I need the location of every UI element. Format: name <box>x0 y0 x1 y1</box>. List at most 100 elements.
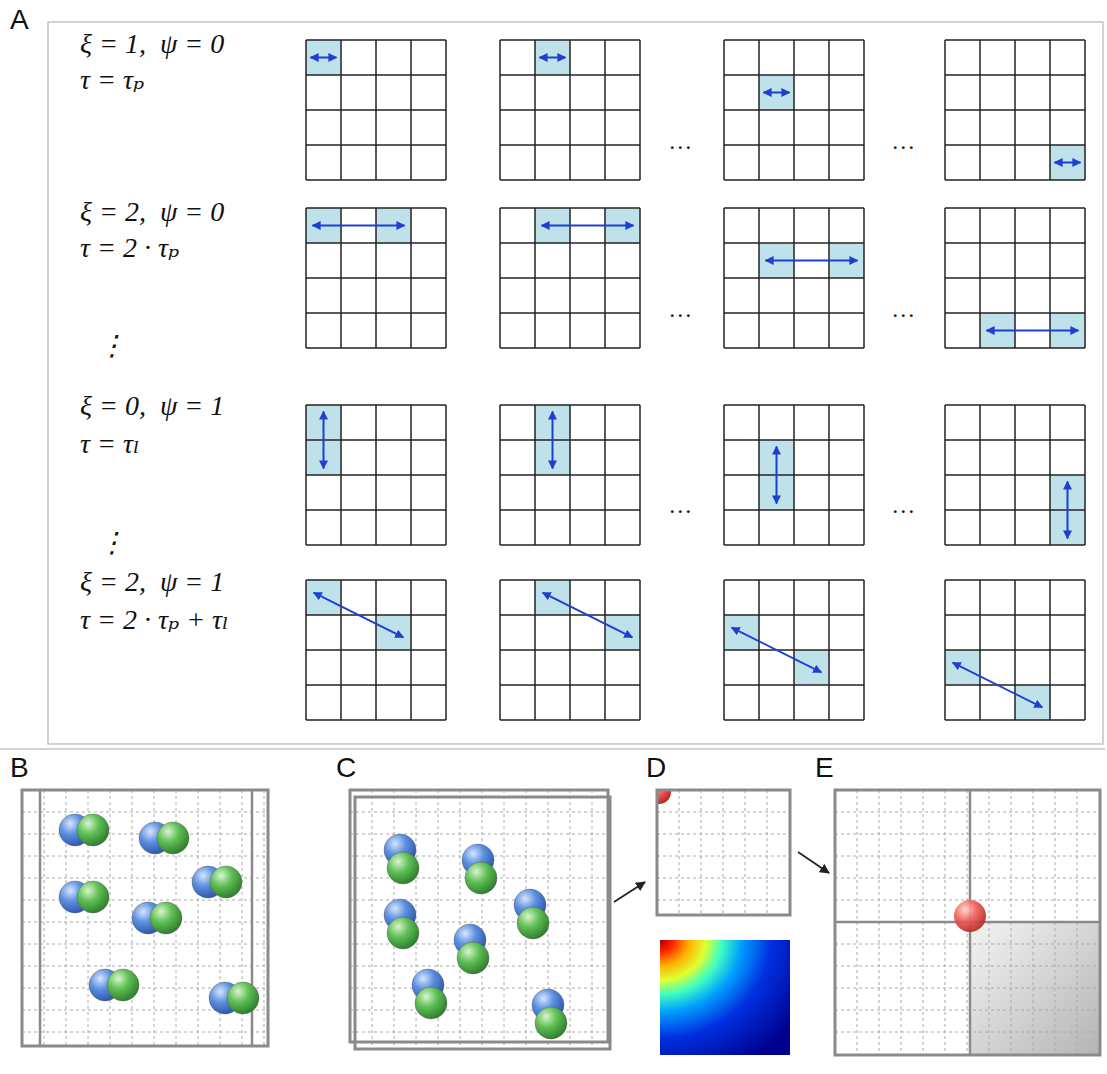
box-frame <box>350 790 608 1042</box>
grid-line <box>350 812 608 813</box>
grid-line <box>724 144 864 146</box>
parameter-label: τ = τₚ <box>80 64 144 96</box>
grid-line <box>745 790 746 915</box>
grid-line <box>835 1032 1100 1033</box>
green-atom <box>387 852 419 884</box>
grid-line <box>1084 405 1086 545</box>
double-arrow <box>543 593 633 638</box>
ellipsis: … <box>670 128 691 156</box>
lattice-grid <box>724 580 864 720</box>
green-atom <box>77 881 109 913</box>
grid-line <box>604 580 606 720</box>
grid-line <box>1084 40 1086 180</box>
grid-line <box>945 312 1085 314</box>
double-arrow <box>1067 482 1069 539</box>
grid-line <box>657 878 790 879</box>
grid-line <box>22 966 268 967</box>
double-arrow <box>953 663 1043 708</box>
grid-line <box>723 790 724 915</box>
grid-line <box>945 474 1085 476</box>
grid-line <box>679 790 680 915</box>
red-atom <box>954 900 986 932</box>
parameter-label: ξ = 2, ψ = 0 <box>80 196 224 228</box>
panel-label: D <box>646 752 666 784</box>
grid-line <box>306 144 446 146</box>
grid-line <box>410 208 412 348</box>
double-arrow <box>1055 162 1081 164</box>
grid-line <box>767 790 768 915</box>
double-arrow <box>766 260 858 262</box>
dashed-grid <box>350 790 608 1046</box>
ellipsis: … <box>893 296 914 324</box>
grid-line <box>306 179 446 181</box>
parameter-label: τ = 2 · τₚ + τₗ <box>80 604 229 636</box>
ellipsis: … <box>670 296 691 324</box>
grid-line <box>863 580 865 720</box>
grid-line <box>350 1032 608 1033</box>
grid-line <box>306 109 446 111</box>
grid-line <box>500 509 640 511</box>
grid-line <box>500 312 640 314</box>
grid-line <box>1084 580 1086 720</box>
grid-line <box>410 405 412 545</box>
grid-line <box>657 834 790 835</box>
green-atom <box>517 907 549 939</box>
grid-line <box>500 179 640 181</box>
grid-line <box>500 719 640 721</box>
grid-line <box>724 509 864 511</box>
ellipsis: ⋮ <box>98 330 126 362</box>
grid-line <box>500 649 640 651</box>
panel-label: A <box>10 4 29 36</box>
grid-line <box>863 405 865 545</box>
box-frame <box>657 790 790 915</box>
double-arrow <box>776 447 778 504</box>
ellipsis: … <box>893 492 914 520</box>
grid-line <box>22 856 268 857</box>
panel-label: C <box>336 752 356 784</box>
ellipsis: … <box>893 128 914 156</box>
lattice-grid <box>306 40 446 180</box>
dashed-grid <box>657 790 790 915</box>
grid-line <box>500 144 640 146</box>
grid-line <box>306 684 446 686</box>
parameter-label: ξ = 1, ψ = 0 <box>80 28 224 60</box>
grid-line <box>724 474 864 476</box>
grid-line <box>1049 40 1051 180</box>
boundary-line <box>39 790 42 1046</box>
double-arrow <box>542 225 634 227</box>
grid-line <box>482 790 483 1046</box>
double-arrow <box>764 92 790 94</box>
lattice-grid <box>945 405 1085 545</box>
lattice-grid <box>500 40 640 180</box>
grid-line <box>1049 580 1051 720</box>
grid-line <box>945 649 1085 651</box>
grid-line <box>835 966 1100 967</box>
lattice-grid <box>306 208 446 348</box>
grid-line <box>639 40 641 180</box>
double-arrow <box>314 593 404 638</box>
double-arrow <box>313 225 405 227</box>
grid-line <box>835 812 1100 813</box>
grid-line <box>460 790 461 1046</box>
grid-line <box>604 405 606 545</box>
green-atom <box>210 866 242 898</box>
lattice-grid <box>724 40 864 180</box>
grid-line <box>350 1010 608 1011</box>
grid-line <box>500 474 640 476</box>
grid-line <box>306 544 446 546</box>
green-atom <box>227 982 259 1014</box>
grid-line <box>604 40 606 180</box>
grid-line <box>835 988 1100 989</box>
green-atom <box>415 987 447 1019</box>
grid-line <box>198 790 199 1046</box>
grid-line <box>500 109 640 111</box>
grid-line <box>22 900 268 901</box>
grid-line <box>945 179 1085 181</box>
grid-line <box>639 405 641 545</box>
grid-line <box>500 277 640 279</box>
green-atom <box>535 1007 567 1039</box>
grid-line <box>828 40 830 180</box>
double-arrow <box>311 57 337 59</box>
grid-line <box>945 684 1085 686</box>
